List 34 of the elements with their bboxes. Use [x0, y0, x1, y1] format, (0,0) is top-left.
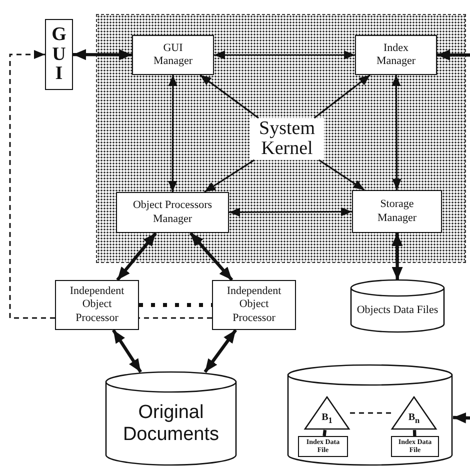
arrow	[9, 50, 55, 319]
arrow	[200, 74, 259, 119]
arrow	[314, 74, 371, 119]
kernel-panel	[97, 15, 465, 262]
process-box: GUI Manager	[132, 35, 214, 75]
connector-line	[322, 430, 327, 436]
arrow	[189, 232, 234, 282]
arrow	[112, 329, 142, 373]
arrow	[452, 412, 470, 424]
kernel-label: System Kernel	[250, 118, 324, 160]
arrow	[116, 232, 157, 282]
connector-line	[139, 317, 212, 319]
database-cylinder: Original Documents	[105, 372, 237, 465]
process-box: Independent Object Processor	[212, 280, 296, 330]
arrow	[214, 50, 355, 60]
process-box: Object Processors Manager	[116, 192, 229, 233]
arrow	[229, 207, 352, 217]
tree-triangle: B$_{n}$	[391, 396, 437, 430]
process-box: Storage Manager	[352, 190, 442, 233]
process-box: Independent Object Processor	[55, 280, 139, 330]
process-box: Index Manager	[355, 35, 437, 75]
database-cylinder: Objects Data Files	[350, 280, 445, 332]
connector-line	[139, 303, 212, 307]
connector-line	[412, 430, 416, 436]
arrow	[204, 329, 238, 373]
arrow	[392, 75, 402, 190]
tree-triangle: B$_{1}$	[304, 396, 350, 430]
process-box: GUI	[45, 19, 73, 90]
arrow	[72, 49, 132, 60]
arrow	[168, 75, 178, 192]
database-cylinder	[287, 365, 453, 465]
arrow	[392, 233, 403, 280]
connector-line	[350, 412, 391, 414]
arrow	[437, 50, 470, 60]
